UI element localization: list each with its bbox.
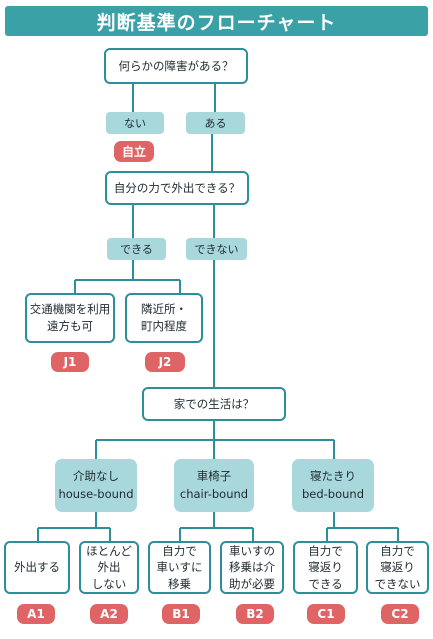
answer-has-disability: ある [186,112,245,134]
c1-description-box: 自力で 寝返り できる [293,541,358,594]
page-title: 判断基準のフローチャート [5,6,428,36]
category-chair-bound: 車椅子 chair-bound [174,459,254,512]
q3-split-line [95,421,335,459]
rank-a1: A1 [17,604,55,624]
c2-description-box: 自力で 寝返り できない [366,541,429,594]
question-go-out-alone: 自分の力で外出できる？ [105,171,249,205]
rank-b1: B1 [162,604,200,624]
question-home-life: 家での生活は？ [142,387,286,421]
rank-a2: A2 [90,604,128,624]
cat-b-split-line [179,512,254,541]
rank-j2: J2 [145,352,185,372]
cat-a-split-line [37,512,111,541]
q2-yes-split-line [74,260,181,293]
rank-c2: C2 [381,604,419,624]
j2-description-box: 隣近所・ 町内程度 [125,293,203,343]
result-self-reliant: 自立 [114,141,154,162]
category-house-bound: 介助なし house-bound [55,459,137,512]
b1-description-box: 自力で 車いすに 移乗 [148,541,211,594]
cat-c-split-line [326,512,399,541]
answer-cannot-go-out: できない [186,238,247,260]
question-disability: 何らかの障害がある？ [104,48,248,84]
answer-no-disability: ない [106,112,164,134]
a2-description-box: ほとんど 外出 しない [79,541,139,594]
rank-j1: J1 [51,352,89,372]
category-bed-bound: 寝たきり bed-bound [292,459,374,512]
a1-description-box: 外出する [4,541,70,594]
answer-can-go-out: できる [107,238,166,260]
b2-description-box: 車いすの 移乗は介 助が必要 [220,541,284,594]
rank-b2: B2 [236,604,274,624]
j1-description-box: 交通機関を利用 遠方も可 [25,293,115,343]
rank-c1: C1 [307,604,345,624]
